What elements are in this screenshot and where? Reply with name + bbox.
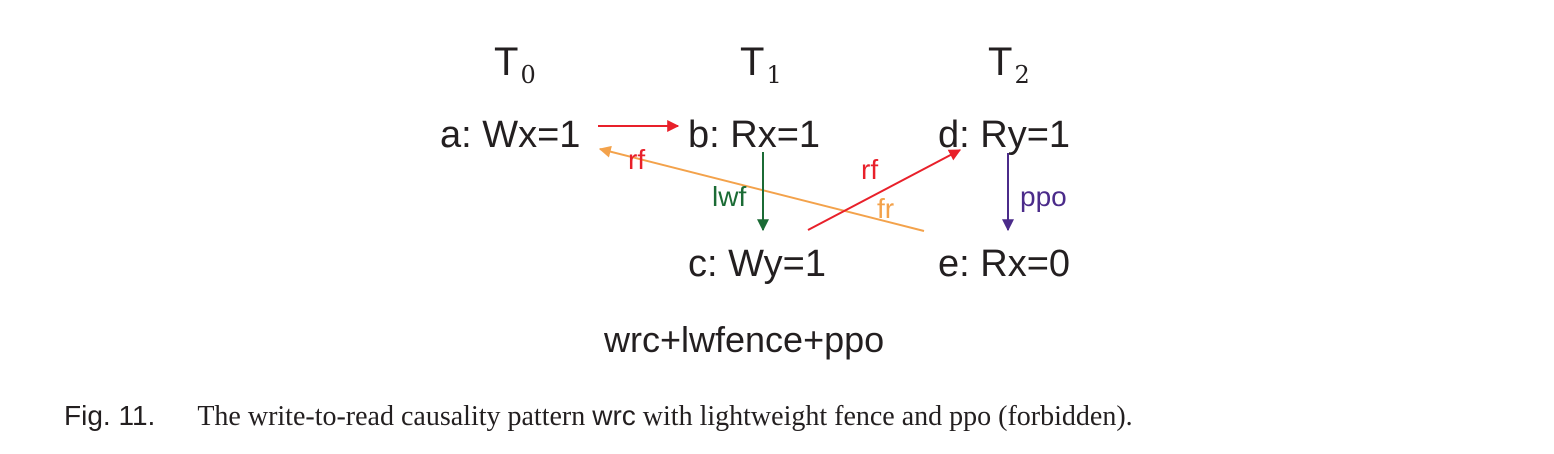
figure-caption: Fig. 11. The write-to-read causality patt…: [64, 402, 1133, 431]
event-c: c: Wy=1: [688, 243, 826, 285]
caption-text-after: with lightweight fence and ppo (forbidde…: [635, 401, 1133, 432]
thread-header-subscript: 2: [1014, 61, 1030, 89]
event-a: a: Wx=1: [440, 114, 581, 156]
edge-label-rf-right: rf: [861, 154, 879, 185]
thread-header-base: T: [988, 40, 1013, 84]
figure-number: Fig. 11.: [64, 400, 156, 431]
thread-header-subscript: 0: [520, 61, 536, 89]
thread-header-subscript: 1: [766, 61, 782, 89]
edge-label-fr: fr: [877, 193, 895, 224]
event-d: d: Ry=1: [938, 114, 1071, 156]
event-e: e: Rx=0: [938, 243, 1071, 285]
caption-text-before: The write-to-read causality pattern: [197, 401, 593, 432]
thread-header-t0: T0: [494, 40, 536, 87]
edge-label-lwf: lwf: [712, 181, 747, 212]
edge-c-to-d-rf: [807, 149, 962, 231]
thread-header-t1: T1: [740, 40, 782, 87]
diagram-title: wrc+lwfence+ppo: [604, 319, 885, 360]
thread-header-t2: T2: [988, 40, 1030, 87]
caption-code: wrc: [592, 400, 636, 431]
edge-label-ppo: ppo: [1020, 181, 1067, 212]
thread-header-base: T: [494, 40, 519, 84]
thread-header-base: T: [740, 40, 765, 84]
event-b: b: Rx=1: [688, 114, 821, 156]
edge-label-rf-left: rf: [628, 144, 646, 175]
